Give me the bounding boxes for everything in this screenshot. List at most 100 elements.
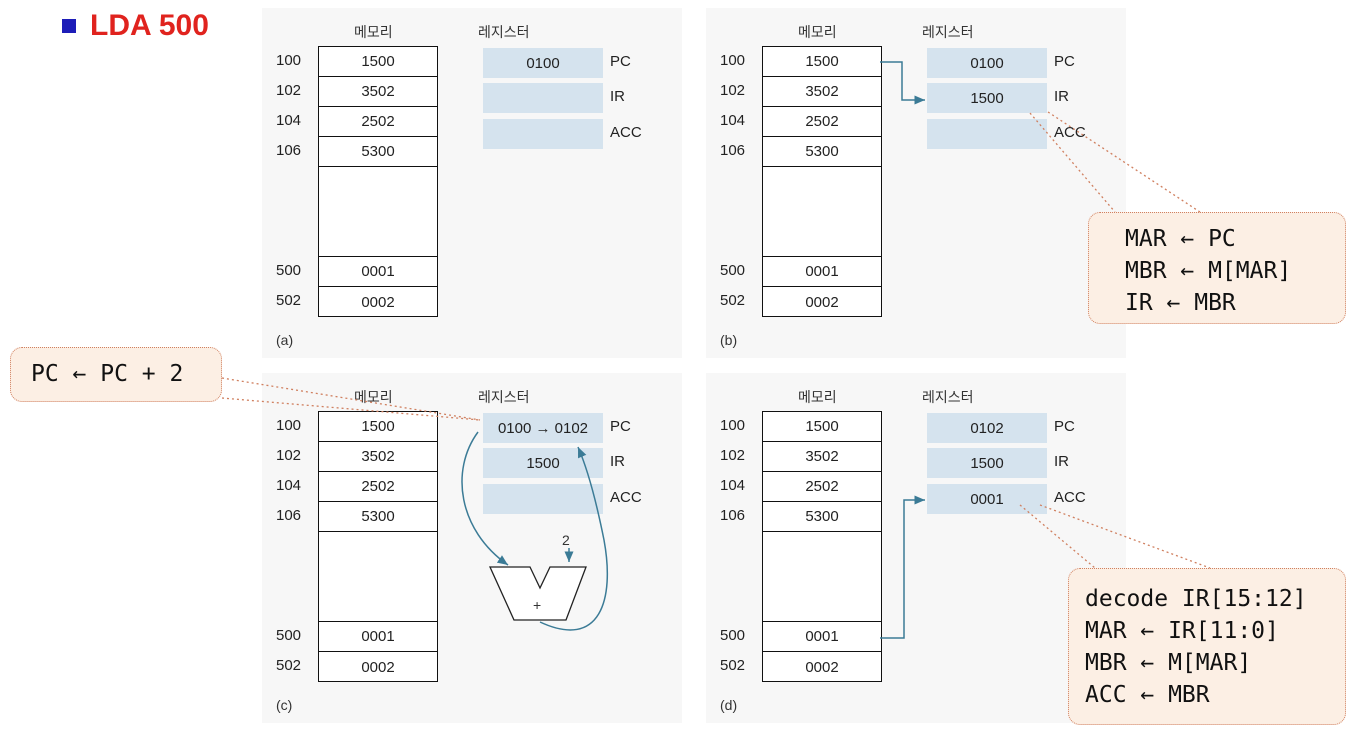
- address-label: 100: [720, 52, 746, 69]
- fetch-arrow: [880, 61, 925, 105]
- register-ir: 1500: [927, 83, 1047, 113]
- memory-header: 메모리: [798, 390, 837, 406]
- memory-cell: 1500: [319, 412, 437, 442]
- memory-header: 메모리: [354, 390, 393, 406]
- register-label: PC: [610, 418, 631, 435]
- memory-cell: 0002: [805, 293, 839, 311]
- address-label: 500: [720, 627, 746, 644]
- callout-line: MBR ← M[MAR]: [1125, 258, 1292, 284]
- address-label: 104: [276, 477, 302, 494]
- address-label: 102: [720, 447, 746, 464]
- memory-cell: 5300: [319, 502, 437, 532]
- memory-cell: 0001: [763, 622, 881, 652]
- callout-line: IR ← MBR: [1125, 290, 1236, 316]
- panel-caption: (b): [720, 332, 738, 348]
- register-pc: 0100 → 0102: [483, 413, 603, 443]
- memory-gap: [319, 532, 437, 622]
- registers-header: 레지스터: [478, 25, 530, 41]
- register-ir: [483, 83, 603, 113]
- callout-line: MAR ← PC: [1125, 226, 1236, 252]
- register-label: ACC: [1054, 489, 1086, 506]
- callout-line: MBR ← M[MAR]: [1085, 650, 1252, 676]
- address-label: 102: [720, 82, 746, 99]
- pc-to-adder-arrow: [461, 431, 509, 566]
- memory-gap: [763, 532, 881, 622]
- memory-cell: 0002: [361, 658, 395, 676]
- callout-line: MAR ← IR[11:0]: [1085, 618, 1279, 644]
- register-pc: 0102: [927, 413, 1047, 443]
- memory-cell: 2502: [763, 472, 881, 502]
- address-label: 502: [720, 657, 746, 674]
- memory-gap: [763, 167, 881, 257]
- address-label: 500: [276, 262, 302, 279]
- registers-header: 레지스터: [922, 390, 974, 406]
- memory-cell: 3502: [763, 442, 881, 472]
- memory-cell: 5300: [763, 502, 881, 532]
- register-label: IR: [1054, 453, 1069, 470]
- address-label: 500: [276, 627, 302, 644]
- register-ir: 1500: [483, 448, 603, 478]
- address-label: 104: [720, 477, 746, 494]
- memory-cell: 0001: [319, 257, 437, 287]
- register-label: ACC: [1054, 124, 1086, 141]
- address-label: 106: [276, 507, 302, 524]
- register-label: PC: [1054, 418, 1075, 435]
- adder-input-label: 2: [562, 532, 570, 548]
- execute-callout: decode IR[15:12] MAR ← IR[11:0] MBR ← M[…: [1068, 568, 1346, 725]
- address-label: 100: [276, 52, 302, 69]
- address-label: 104: [276, 112, 302, 129]
- address-label: 500: [720, 262, 746, 279]
- address-label: 106: [276, 142, 302, 159]
- callout-line: PC ← PC + 2: [31, 361, 184, 387]
- memory-header: 메모리: [354, 25, 393, 41]
- register-label: IR: [610, 453, 625, 470]
- registers-header: 레지스터: [478, 390, 530, 406]
- memory-cell: 2502: [319, 107, 437, 137]
- increment-callout: PC ← PC + 2: [10, 347, 222, 402]
- callout-line: decode IR[15:12]: [1085, 586, 1307, 612]
- adder-shape: [488, 566, 587, 621]
- register-acc: 0001: [927, 484, 1047, 514]
- memory-cell: 3502: [319, 77, 437, 107]
- title-text: LDA 500: [90, 9, 209, 42]
- memory-cell: 0001: [763, 257, 881, 287]
- register-label: ACC: [610, 489, 642, 506]
- address-label: 502: [276, 292, 302, 309]
- register-acc: [927, 119, 1047, 149]
- register-label: PC: [610, 53, 631, 70]
- address-label: 102: [276, 82, 302, 99]
- panel-caption: (a): [276, 332, 294, 348]
- register-ir: 1500: [927, 448, 1047, 478]
- memory-cell: 0002: [361, 293, 395, 311]
- memory-cell: 1500: [763, 412, 881, 442]
- address-label: 100: [276, 417, 302, 434]
- address-label: 502: [720, 292, 746, 309]
- memory-cell: 1500: [319, 47, 437, 77]
- address-label: 502: [276, 657, 302, 674]
- slide-title: LDA 500: [62, 8, 209, 44]
- memory-cell: 0001: [319, 622, 437, 652]
- square-bullet-icon: [62, 19, 76, 33]
- address-label: 106: [720, 507, 746, 524]
- memory-cell: 0002: [805, 658, 839, 676]
- memory-cell: 5300: [763, 137, 881, 167]
- memory-cell: 2502: [763, 107, 881, 137]
- memory-header: 메모리: [798, 25, 837, 41]
- registers-header: 레지스터: [922, 25, 974, 41]
- adder-operator-label: +: [533, 597, 542, 613]
- register-label: PC: [1054, 53, 1075, 70]
- adder-to-pc-arrow: [539, 446, 609, 631]
- register-acc: [483, 484, 603, 514]
- address-label: 106: [720, 142, 746, 159]
- register-acc: [483, 119, 603, 149]
- register-label: ACC: [610, 124, 642, 141]
